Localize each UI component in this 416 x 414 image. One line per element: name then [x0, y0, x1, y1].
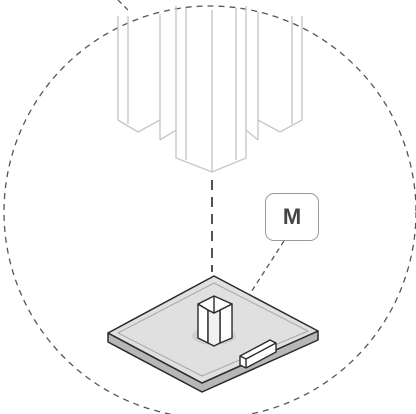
callout-label-box: M: [265, 193, 319, 241]
detail-circle: [3, 5, 416, 414]
callout-label-text: M: [282, 204, 302, 229]
detail-leader-line: [117, 0, 131, 13]
panel-tower-outline-icon: [117, 6, 303, 173]
cross-connector-icon: [192, 295, 236, 347]
clip-icon: [239, 339, 277, 369]
callout-leader-line: [245, 240, 285, 301]
